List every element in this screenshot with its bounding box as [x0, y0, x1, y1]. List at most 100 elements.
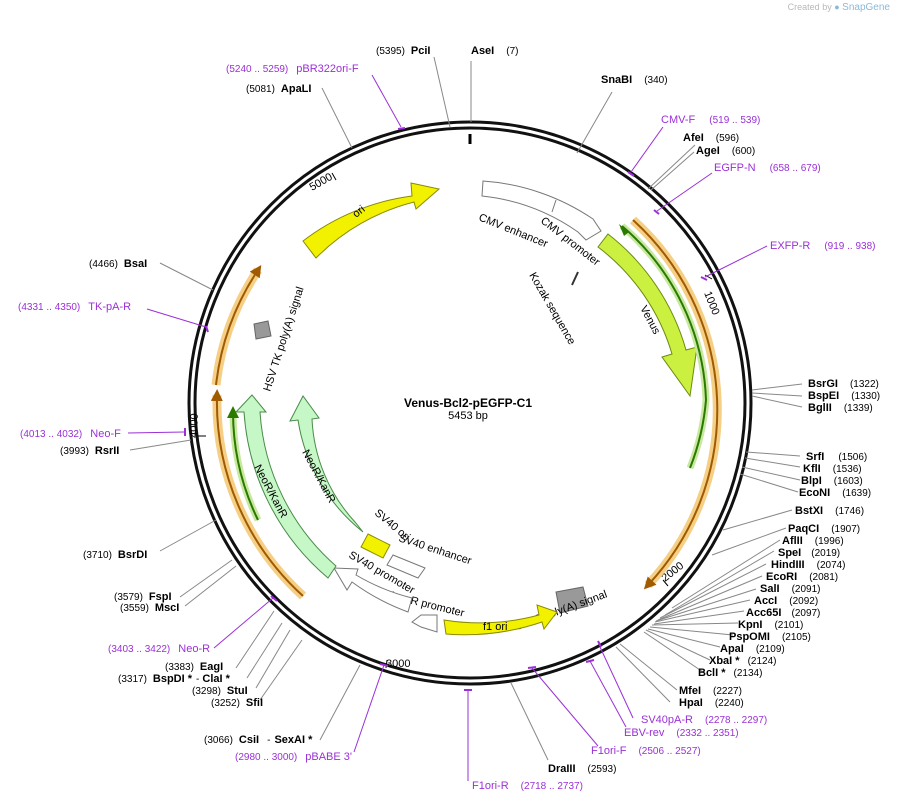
- neor-outer-arrow[interactable]: [234, 394, 337, 579]
- sv40-enhancer-box[interactable]: [386, 554, 426, 579]
- backbone-inner-ring: [193, 126, 747, 680]
- tk-orf-outer[interactable]: [211, 267, 262, 386]
- tick-5000: 5000: [308, 171, 335, 194]
- primer-f1ori-f[interactable]: F1ori-F(2506 .. 2527): [591, 745, 701, 757]
- center-title: Venus-Bcl2-pEGFP-C1 5453 bp: [404, 396, 532, 422]
- primer-pbr322ori-f[interactable]: (5240 .. 5259)pBR322ori-F: [226, 63, 359, 75]
- primer-mark-neor: [270, 595, 278, 602]
- site-aflii[interactable]: AflII(1996): [782, 535, 844, 547]
- bcl2-inner-arrowhead: [619, 224, 629, 236]
- site-mfei[interactable]: MfeI(2227): [679, 685, 742, 697]
- sv40-ori-label: SV40 ori: [372, 507, 412, 543]
- cmv-arrow[interactable]: [481, 180, 602, 241]
- site-blpi[interactable]: BlpI(1603): [801, 475, 863, 487]
- primer-mark-f1orif: [527, 666, 537, 669]
- primer-leaders: [127, 74, 768, 781]
- site-stui[interactable]: (3298)StuI: [192, 685, 248, 697]
- primer-egfp-n[interactable]: EGFP-N(658 .. 679): [714, 162, 821, 174]
- kozak-mark: [571, 271, 579, 286]
- site-hpai[interactable]: HpaI(2240): [679, 697, 744, 709]
- site-draiii[interactable]: DraIII(2593): [548, 763, 616, 775]
- site-econi[interactable]: EcoNI(1639): [799, 487, 871, 499]
- primer-mark-tkpar: [205, 325, 209, 333]
- site-bsai[interactable]: (4466)BsaI: [89, 258, 147, 270]
- site-kfli[interactable]: KflI(1536): [803, 463, 862, 475]
- site-acci[interactable]: AccI(2092): [754, 595, 818, 607]
- f1-ori-arrow[interactable]: [443, 604, 558, 636]
- primer-neo-f[interactable]: (4013 .. 4032)Neo-F: [20, 428, 121, 440]
- site-sali[interactable]: SalI(2091): [760, 583, 820, 595]
- primer-ebv-rev[interactable]: EBV-rev(2332 .. 2351): [624, 727, 739, 739]
- tick-mark-2000: [662, 579, 669, 587]
- site-bspei[interactable]: BspEI(1330): [808, 390, 880, 402]
- site-csii-sexai[interactable]: (3066)CsiI-SexAI *: [204, 734, 313, 746]
- primer-sv40pa-r[interactable]: SV40pA-R(2278 .. 2297): [641, 714, 767, 726]
- cmv-divider: [551, 199, 557, 213]
- primer-marks: [184, 127, 708, 691]
- site-asei[interactable]: AseI(7): [471, 45, 518, 57]
- site-eagi[interactable]: (3383)EagI: [165, 661, 223, 673]
- site-snabi[interactable]: SnaBI(340): [601, 74, 668, 86]
- site-spei[interactable]: SpeI(2019): [778, 547, 840, 559]
- site-bsrdi[interactable]: (3710)BsrDI: [83, 549, 147, 561]
- site-xbai[interactable]: XbaI *(2124): [709, 655, 776, 667]
- site-pcii[interactable]: (5395)PciI: [376, 45, 430, 57]
- ampr-promoter-arrow[interactable]: [411, 614, 438, 633]
- snapgene-logo-icon: ●: [834, 2, 840, 12]
- tick-3000: 3000: [386, 658, 410, 670]
- sv40-polya-box[interactable]: [555, 586, 589, 614]
- primer-labels: (5240 .. 5259)pBR322ori-F CMV-F(519 .. 5…: [18, 63, 876, 792]
- plasmid-name: Venus-Bcl2-pEGFP-C1: [404, 396, 532, 410]
- primer-cmv-f[interactable]: CMV-F(519 .. 539): [661, 114, 760, 126]
- f1-ori-label: f1 ori: [483, 621, 507, 633]
- site-srfi[interactable]: SrfI(1506): [806, 451, 867, 463]
- site-rsrii[interactable]: (3993)RsrII: [60, 445, 119, 457]
- primer-tk-pa-r[interactable]: (4331 .. 4350)TK-pA-R: [18, 301, 131, 313]
- tick-mark-1000: [704, 274, 713, 280]
- site-msci[interactable]: (3559)MscI: [120, 602, 179, 614]
- site-leaders: [129, 56, 803, 761]
- sv40-promoter-arrow[interactable]: [333, 567, 413, 613]
- backbone-outer-ring: [187, 120, 753, 686]
- neo-orf-line: [210, 389, 304, 597]
- site-agei[interactable]: AgeI(600): [696, 145, 755, 157]
- site-pspomi[interactable]: PspOMI(2105): [729, 631, 811, 643]
- snapgene-credit: Created by ● SnapGene: [788, 2, 890, 13]
- ori-label: ori: [350, 203, 367, 220]
- ori-arrow[interactable]: [302, 182, 441, 259]
- site-paqci[interactable]: PaqCI(1907): [788, 523, 860, 535]
- site-fspi[interactable]: (3579)FspI: [114, 591, 172, 603]
- site-ecori[interactable]: EcoRI(2081): [766, 571, 838, 583]
- primer-exfp-r[interactable]: EXFP-R(919 .. 938): [770, 240, 876, 252]
- primer-pbabe-3[interactable]: (2980 .. 3000)pBABE 3': [235, 751, 352, 763]
- neor-inner-arrow[interactable]: [289, 395, 364, 533]
- site-acc65i[interactable]: Acc65I(2097): [746, 607, 820, 619]
- venus-arrow[interactable]: [597, 233, 698, 398]
- neo-orf-inner-line: [227, 406, 259, 521]
- site-apali[interactable]: (5081)ApaLI: [246, 83, 311, 95]
- primer-f1ori-r[interactable]: F1ori-R(2718 .. 2737): [472, 780, 583, 792]
- plasmid-length: 5453 bp: [448, 410, 488, 422]
- site-bsrgi[interactable]: BsrGI(1322): [808, 378, 879, 390]
- site-bcli[interactable]: BclI *(2134): [698, 667, 762, 679]
- site-bglii[interactable]: BglII(1339): [808, 402, 873, 414]
- primer-mark-exfpr: [700, 276, 708, 281]
- sv40-ori-box[interactable]: [360, 533, 391, 559]
- tick-mark-5000: [331, 172, 337, 181]
- created-by-text: Created by: [787, 2, 832, 12]
- site-bspdi-clai[interactable]: (3317)BspDI *-ClaI *: [118, 673, 231, 685]
- primer-mark-sv40par: [597, 640, 602, 648]
- tick-1000: 1000: [701, 290, 721, 317]
- site-hindiii[interactable]: HindIII(2074): [771, 559, 846, 571]
- site-sfii[interactable]: (3252)SfiI: [211, 697, 263, 709]
- primer-neo-r[interactable]: (3403 .. 3422)Neo-R: [108, 643, 210, 655]
- tick-mark-3000: [385, 659, 388, 669]
- kozak-label: Kozak sequence: [526, 271, 577, 347]
- site-afei[interactable]: AfeI(596): [683, 132, 739, 144]
- backbone: [187, 120, 753, 686]
- hsv-tk-box[interactable]: [253, 320, 272, 340]
- site-apai[interactable]: ApaI(2109): [720, 643, 785, 655]
- site-bstxi[interactable]: BstXI(1746): [795, 505, 864, 517]
- site-kpni[interactable]: KpnI(2101): [738, 619, 803, 631]
- site-labels: AseI(7) (5395)PciI SnaBI(340) AfeI(596) …: [60, 45, 880, 775]
